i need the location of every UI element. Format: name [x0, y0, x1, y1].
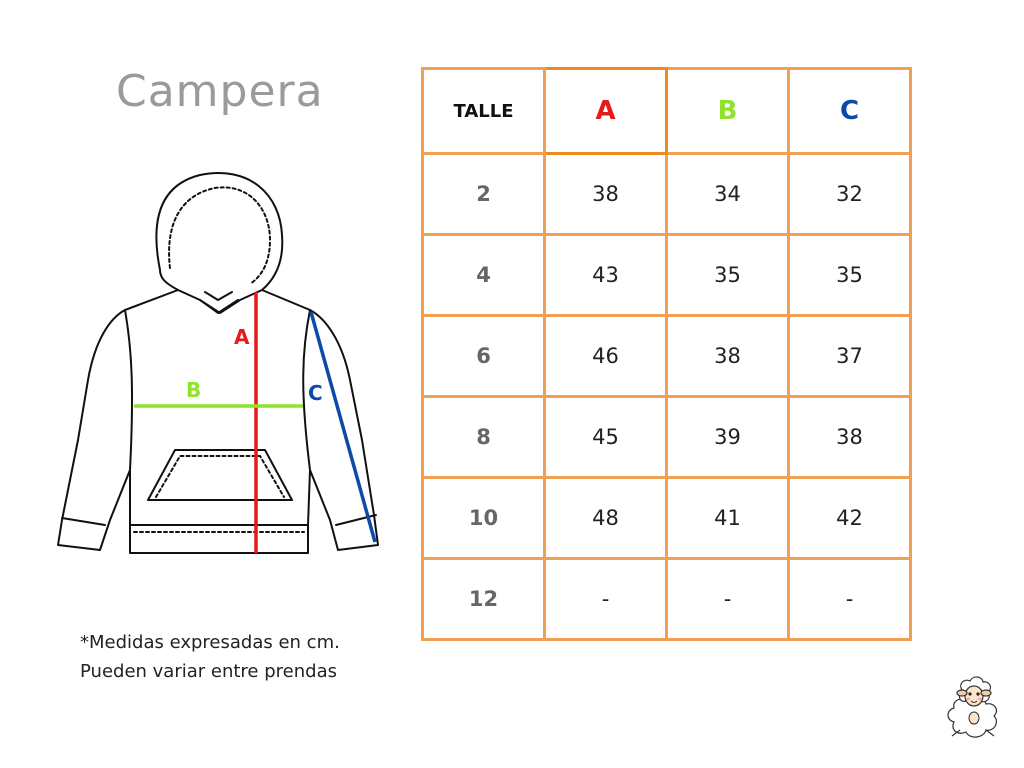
cell-b: - [665, 557, 790, 641]
cell-c: - [787, 557, 912, 641]
cell-c: 42 [787, 476, 912, 560]
cell-a: - [543, 557, 668, 641]
cell-a: 43 [543, 233, 668, 317]
page-title: Campera [116, 66, 324, 117]
cell-a: 38 [543, 152, 668, 236]
cell-talle: 8 [421, 395, 546, 479]
table-row: 8 45 39 38 [421, 395, 912, 479]
header-b: B [665, 67, 790, 155]
label-c: C [308, 381, 323, 405]
table-row: 4 43 35 35 [421, 233, 912, 317]
cell-a: 45 [543, 395, 668, 479]
header-talle: TALLE [421, 67, 546, 155]
cell-b: 39 [665, 395, 790, 479]
cell-talle: 6 [421, 314, 546, 398]
table-row: 6 46 38 37 [421, 314, 912, 398]
cell-b: 35 [665, 233, 790, 317]
cell-talle: 4 [421, 233, 546, 317]
cell-c: 38 [787, 395, 912, 479]
cell-b: 41 [665, 476, 790, 560]
cell-a: 48 [543, 476, 668, 560]
sheep-icon [947, 676, 998, 738]
table-row: 10 48 41 42 [421, 476, 912, 560]
cell-talle: 10 [421, 476, 546, 560]
label-b: B [186, 378, 201, 402]
table-row: 2 38 34 32 [421, 152, 912, 236]
note-line-2: Pueden variar entre prendas [80, 661, 337, 682]
header-a: A [543, 67, 668, 155]
note-line-1: *Medidas expresadas en cm. [80, 632, 340, 653]
cell-c: 37 [787, 314, 912, 398]
label-a: A [234, 325, 250, 349]
cell-c: 32 [787, 152, 912, 236]
header-c: C [787, 67, 912, 155]
measurement-note: *Medidas expresadas en cm. Pueden variar… [80, 628, 340, 686]
cell-b: 38 [665, 314, 790, 398]
measure-line-c [309, 311, 377, 543]
table-header-row: TALLE A B C [421, 67, 912, 155]
cell-c: 35 [787, 233, 912, 317]
cell-talle: 12 [421, 557, 546, 641]
hoodie-diagram: A B C [57, 172, 379, 554]
cell-b: 34 [665, 152, 790, 236]
cell-talle: 2 [421, 152, 546, 236]
cell-a: 46 [543, 314, 668, 398]
size-table: TALLE A B C 2 38 34 32 4 43 35 35 6 46 3… [421, 67, 912, 641]
table-row: 12 - - - [421, 557, 912, 641]
